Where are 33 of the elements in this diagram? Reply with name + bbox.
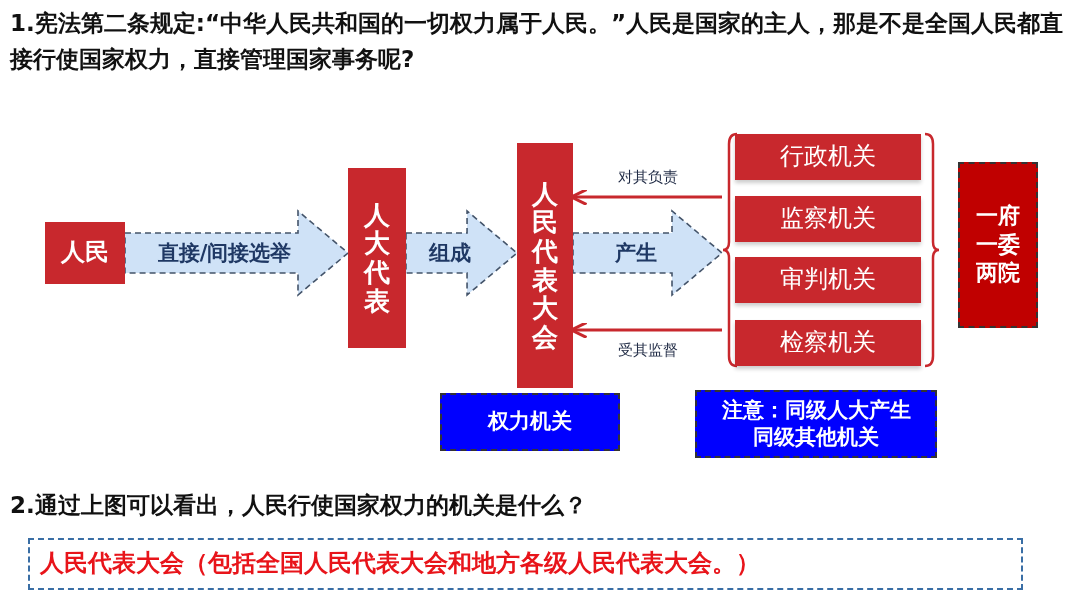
label-box (517, 143, 573, 388)
block-arrow (572, 209, 724, 297)
node-label: 人民 (61, 237, 109, 269)
node-label: 审判机关 (780, 264, 876, 296)
block-arrow (124, 209, 350, 297)
label-box (45, 222, 125, 284)
node-label: 人民代表大会 (532, 179, 558, 352)
note-box (695, 390, 937, 458)
edge-label: 对其负责 (615, 167, 680, 187)
label-box (958, 162, 1038, 328)
node-label: 注意：同级人大产生同级其他机关 (720, 396, 912, 451)
node-label: 监察机关 (780, 203, 876, 235)
note-box (440, 393, 620, 451)
edge-label: 受其监督 (615, 340, 680, 360)
edge-label: 直接/间接选举 (157, 240, 292, 267)
node-label: 一府一委两院 (975, 202, 1021, 288)
question-text: 2.通过上图可以看出，人民行使国家权力的机关是什么？ (10, 491, 587, 520)
edge-label: 组成 (428, 240, 471, 267)
label-box (735, 320, 921, 366)
edge-label: 产生 (614, 240, 657, 267)
block-arrow (405, 209, 519, 297)
answer-box (28, 538, 1023, 590)
label-box (735, 257, 921, 303)
label-box (735, 196, 921, 242)
node-label: 检察机关 (780, 327, 876, 359)
label-box (348, 168, 406, 348)
node-label: 权力机关 (488, 408, 572, 436)
bracket-group (722, 132, 940, 368)
question-text: 1.宪法第二条规定:“中华人民共和国的一切权力属于人民。”人民是国家的主人，那是不是全国人民都直接行使国家权力，直接管理国家事务呢? (10, 9, 1065, 74)
node-label: 行政机关 (780, 141, 876, 173)
answer-text: 人民代表大会（包括全国人民代表大会和地方各级人民代表大会。） (40, 548, 760, 580)
label-box (735, 134, 921, 180)
node-label: 人大代表 (364, 200, 390, 316)
